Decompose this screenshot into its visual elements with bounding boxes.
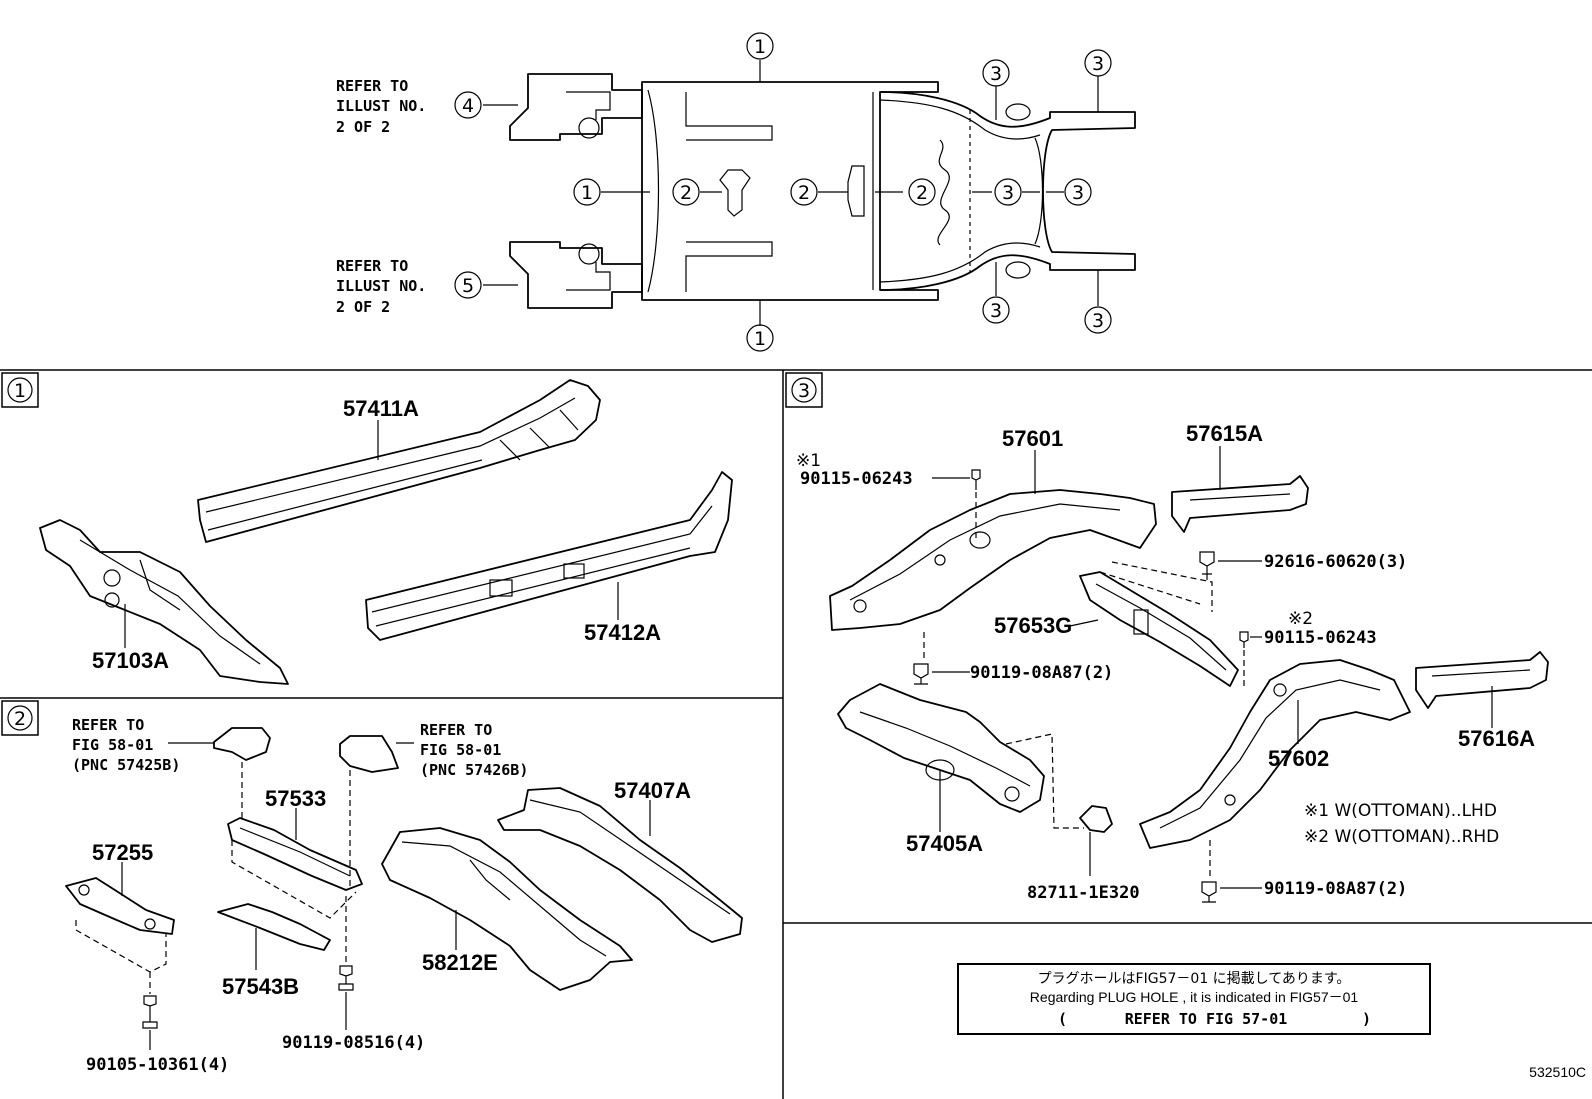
overview-refer-text: REFER TO ILLUST NO. 2 OF 2 REFER TO ILLU… [336, 77, 426, 316]
callout-3-e: 3 [1092, 53, 1104, 75]
legend-line2: ※2 W(OTTOMAN)..RHD [1304, 827, 1499, 847]
callout-1-left: 1 [581, 182, 593, 204]
underbody-overview [509, 73, 1136, 309]
callout-3-f: 3 [1092, 310, 1104, 332]
refer-top-line1: REFER TO [336, 77, 408, 95]
notice-refer: REFER TO FIG 57-01 [1125, 1010, 1288, 1028]
section-2-parts [65, 727, 743, 1029]
note1-part: 90115-06243 [800, 469, 913, 489]
label-57533: 57533 [265, 786, 326, 811]
section-3-dashed-guides [923, 492, 1245, 880]
label-57653G: 57653G [994, 613, 1072, 638]
section-tags: 1 2 3 [7, 377, 817, 731]
refer-top-line2: ILLUST NO. [336, 97, 426, 115]
label-90105-10361: 90105-10361(4) [86, 1055, 229, 1075]
callout-2-b: 2 [798, 182, 810, 204]
label-57405A: 57405A [906, 831, 983, 856]
overview-callout-numbers: 4 5 1 1 1 2 2 2 3 3 3 3 3 3 [462, 36, 1104, 350]
section-2-leaders [121, 742, 651, 1050]
label-57411A: 57411A [343, 396, 419, 421]
callout-1-top: 1 [754, 36, 766, 58]
section-2-labels: REFER TO FIG 58-01 (PNC 57425B) REFER TO… [72, 716, 691, 1075]
section-1-parts [39, 379, 733, 685]
overview-leaders [483, 60, 1099, 326]
section-2-tag: 2 [14, 708, 26, 730]
label-57543B: 57543B [222, 974, 299, 999]
label-57407A: 57407A [614, 778, 691, 803]
notice-paren-open: ( [1058, 1010, 1067, 1028]
refer-left-line1: REFER TO [72, 716, 144, 734]
section-1-leaders [124, 420, 619, 648]
callout-3-d: 3 [990, 300, 1002, 322]
section-3-parts [829, 469, 1549, 903]
notice-jp: プラグホールはFIG57－01 に掲載してあります。 [1038, 971, 1351, 987]
callout-4: 4 [462, 95, 474, 117]
callout-5: 5 [462, 275, 474, 297]
label-58212E: 58212E [422, 950, 498, 975]
callout-2-a: 2 [680, 182, 692, 204]
label-57103A: 57103A [92, 648, 169, 673]
label-90119-08A87-lower: 90119-08A87(2) [1264, 879, 1407, 899]
legend-line1: ※1 W(OTTOMAN)..LHD [1304, 801, 1497, 821]
refer-right-line2: FIG 58-01 [420, 741, 501, 759]
label-82711-1E320: 82711-1E320 [1027, 883, 1140, 903]
section-1-labels: 57411A 57412A 57103A [92, 396, 661, 673]
section-3-leaders [932, 446, 1493, 889]
overview-callouts [454, 32, 1112, 352]
section-borders [0, 369, 1592, 1099]
label-57255: 57255 [92, 840, 153, 865]
section-3-tag: 3 [798, 380, 810, 402]
refer-top-line3: 2 OF 2 [336, 118, 390, 136]
notice-box: プラグホールはFIG57－01 に掲載してあります。 Regarding PLU… [957, 963, 1431, 1035]
note1-mark: ※1 [796, 451, 821, 471]
section-1-tag: 1 [14, 380, 26, 402]
refer-left-line2: FIG 58-01 [72, 736, 153, 754]
section-3-labels: ※1 90115-06243 57601 57615A 92616-60620(… [796, 421, 1535, 903]
callout-3-a: 3 [1002, 182, 1014, 204]
note2-mark: ※2 [1288, 609, 1313, 629]
label-90119-08A87-upper: 90119-08A87(2) [970, 663, 1113, 683]
notice-paren-close: ) [1362, 1010, 1371, 1028]
section-2-dashed-guides [75, 762, 357, 994]
callout-2-c: 2 [916, 182, 928, 204]
refer-bottom-line2: ILLUST NO. [336, 277, 426, 295]
refer-right-line1: REFER TO [420, 721, 492, 739]
label-90119-08516: 90119-08516(4) [282, 1033, 425, 1053]
refer-bottom-line3: 2 OF 2 [336, 298, 390, 316]
label-57616A: 57616A [1458, 726, 1535, 751]
refer-right-line3: (PNC 57426B) [420, 761, 528, 779]
notice-en: Regarding PLUG HOLE , it is indicated in… [1030, 989, 1359, 1005]
refer-left-line3: (PNC 57425B) [72, 756, 180, 774]
label-92616-60620: 92616-60620(3) [1264, 552, 1407, 572]
refer-bottom-line1: REFER TO [336, 257, 408, 275]
label-57602: 57602 [1268, 746, 1329, 771]
label-57615A: 57615A [1186, 421, 1263, 446]
callout-3-c: 3 [990, 63, 1002, 85]
callout-3-b: 3 [1072, 182, 1084, 204]
diagram-code: 532510C [1529, 1064, 1586, 1080]
label-57412A: 57412A [584, 620, 661, 645]
label-57601: 57601 [1002, 426, 1063, 451]
callout-1-bottom: 1 [754, 328, 766, 350]
note2-part: 90115-06243 [1264, 628, 1377, 648]
